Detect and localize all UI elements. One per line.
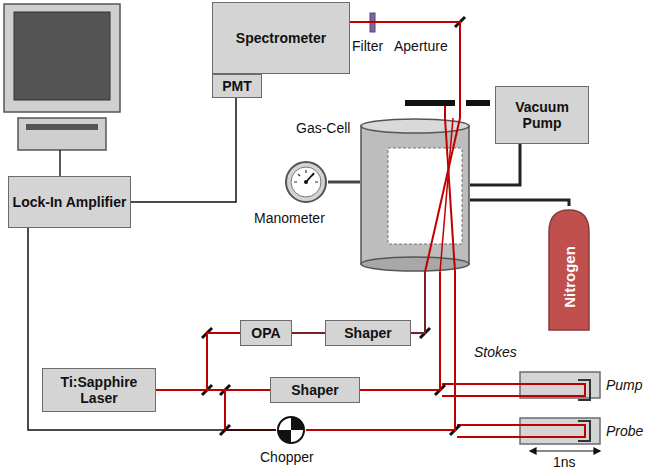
beam — [442, 384, 585, 396]
aperture-blade — [466, 100, 490, 106]
node-label: Vacuum Pump — [496, 99, 588, 131]
connector — [28, 228, 276, 430]
spectrometer-box: Spectrometer — [212, 2, 350, 74]
mirror — [202, 17, 465, 435]
retroreflector — [578, 380, 590, 400]
node-label: Gas-Cell — [296, 120, 350, 136]
component-label: Filter — [352, 38, 383, 54]
dimension-label: 1ns — [553, 454, 576, 470]
connector — [131, 98, 236, 202]
node-label: Spectrometer — [233, 30, 329, 46]
dimension-arrow — [530, 448, 600, 454]
component-label: Aperture — [394, 38, 448, 54]
connector — [156, 333, 240, 390]
node-label: Shaper — [341, 325, 394, 341]
nitrogen-cylinder: Nitrogen — [547, 206, 591, 332]
node-label: PMT — [219, 78, 255, 94]
opa-box: OPA — [240, 320, 292, 346]
connector — [470, 200, 569, 206]
connector — [306, 272, 455, 430]
connector — [470, 144, 520, 185]
retroreflector — [578, 421, 590, 441]
node-label: Manometer — [254, 210, 325, 226]
delay-stage — [520, 418, 600, 444]
aperture-blade — [405, 100, 455, 106]
lock-in-amplifier-box: Lock-In Amplifier — [8, 176, 131, 228]
pmt-box: PMT — [212, 74, 262, 98]
pulse-shaper-box: Shaper — [270, 377, 360, 403]
connector — [156, 390, 276, 430]
beam — [457, 425, 585, 437]
beam-label: Probe — [606, 423, 643, 439]
vacuum-pump-box: Vacuum Pump — [495, 86, 589, 144]
manometer-gauge: Manometer — [284, 160, 328, 204]
beam-label: Stokes — [474, 344, 517, 360]
node-label: Ti:Sapphire Laser — [43, 374, 155, 406]
node-label: Chopper — [260, 449, 314, 465]
pulse-shaper-box: Shaper — [325, 320, 411, 346]
gas-cell: Gas-Cell — [360, 118, 470, 272]
optical-chopper: Chopper — [276, 415, 306, 445]
beam-label: Pump — [606, 377, 643, 393]
laser-box: Ti:Sapphire Laser — [42, 368, 156, 412]
node-label: Shaper — [288, 382, 341, 398]
node-label: Nitrogen — [561, 246, 578, 308]
node-label: Lock-In Amplifier — [10, 194, 130, 210]
connector — [350, 22, 460, 118]
node-label: OPA — [248, 325, 283, 341]
connector — [328, 181, 360, 184]
beam — [444, 106, 446, 118]
computer — [4, 4, 120, 176]
connector — [292, 332, 325, 334]
connector — [411, 272, 425, 333]
